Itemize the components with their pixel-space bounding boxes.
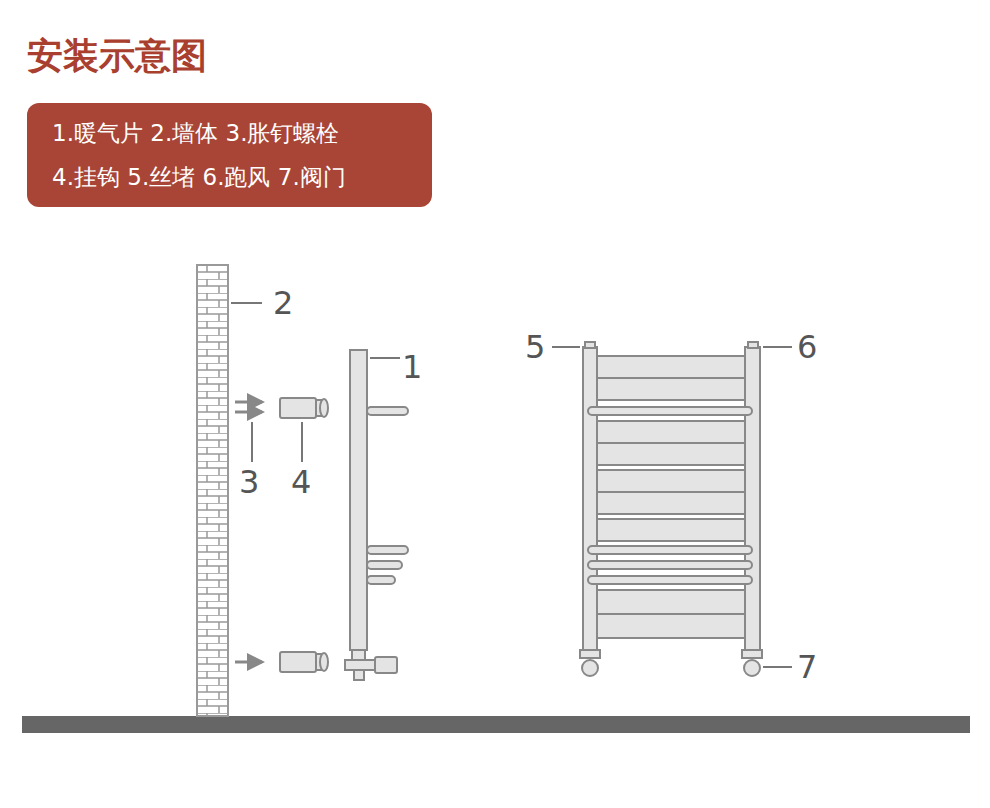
callout-number: 3: [239, 466, 259, 498]
legend-text: 1.暖气片 2.墙体 3.胀钉螺栓: [52, 111, 407, 155]
callout-number: 5: [525, 331, 545, 363]
expansion-bolts: [235, 402, 262, 662]
callout-number: 2: [273, 287, 293, 319]
callout-number: 4: [291, 466, 311, 498]
callout-number: 7: [797, 651, 817, 683]
legend-box: 1.暖气片 2.墙体 3.胀钉螺栓4.挂钩 5.丝堵 6.跑风 7.阀门: [27, 103, 432, 207]
wall: [197, 265, 228, 716]
legend-text: 4.挂钩 5.丝堵 6.跑风 7.阀门: [52, 155, 407, 199]
page-title: 安装示意图: [27, 32, 207, 81]
radiator-side: [345, 350, 408, 680]
radiator-front: [580, 342, 762, 676]
callout-number: 1: [402, 351, 422, 383]
callout-number: 6: [797, 331, 817, 363]
leader-lines: [231, 303, 792, 667]
hooks: [280, 398, 328, 672]
floor: [22, 716, 970, 733]
